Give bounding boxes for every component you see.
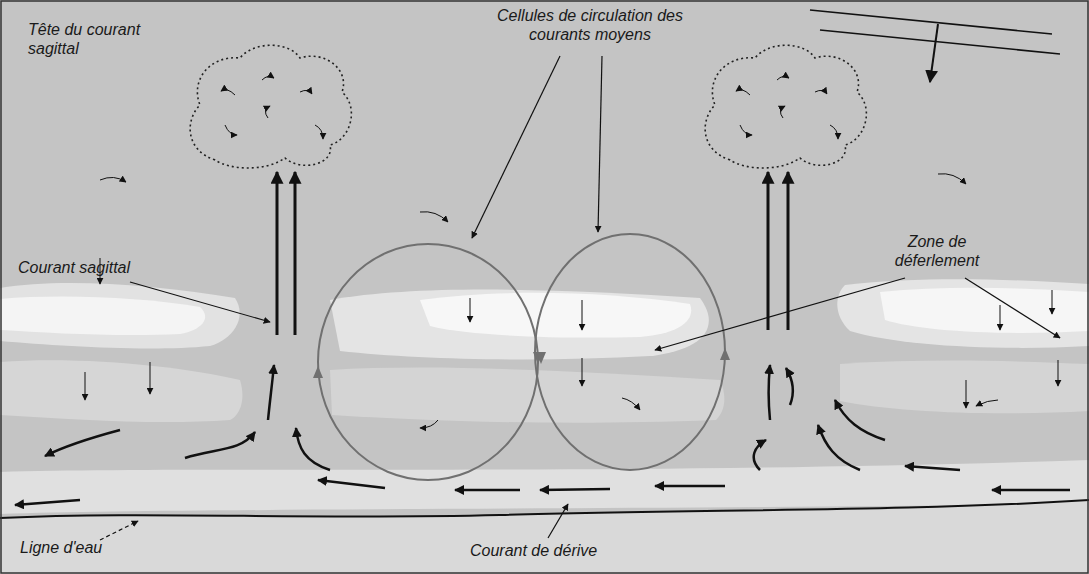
breaker-foam <box>420 293 691 338</box>
feeder-arrow <box>754 440 766 470</box>
annotation-label: Cellules de circulation des courants moy… <box>465 6 715 44</box>
drift-arrow <box>15 500 80 505</box>
rip-current-arrow <box>276 172 279 335</box>
eddy-arrow <box>262 76 274 80</box>
flow-arrow <box>582 358 583 386</box>
feeder-arrow <box>296 428 330 470</box>
eddy-arrow <box>830 125 838 139</box>
flow-arrow <box>1000 305 1001 330</box>
flow-arrow <box>622 398 640 410</box>
flow-arrow <box>1052 290 1053 314</box>
eddy-arrow <box>815 90 827 94</box>
eddy-arrow <box>740 125 752 135</box>
leader-line <box>598 56 602 232</box>
breaker-foam <box>0 297 205 335</box>
rip-head-outline <box>190 45 351 168</box>
eddy-arrow <box>777 76 789 80</box>
flow-arrow <box>420 212 448 222</box>
feeder-arrow <box>45 430 120 456</box>
drift-arrow <box>992 489 1070 492</box>
leader-line <box>965 278 1060 338</box>
annotation-label: Tête du courant sagittal <box>28 20 178 58</box>
eddy-arrow <box>300 90 312 94</box>
annotation-label: Zone de déferlement <box>872 232 1002 270</box>
feeder-arrow <box>268 365 274 420</box>
circulation-cell <box>535 234 725 470</box>
flow-arrow <box>938 174 966 184</box>
rip-current-arrow <box>294 172 297 335</box>
water-line <box>0 500 1089 518</box>
cell-arrowhead <box>313 366 323 378</box>
breaker-band <box>840 361 1089 414</box>
flow-arrow <box>100 177 126 182</box>
breaker-band <box>0 283 240 348</box>
eddy-arrow <box>225 125 237 135</box>
drift-arrow <box>455 489 520 492</box>
eddy-arrow <box>736 90 750 95</box>
drift-arrow <box>655 485 725 488</box>
beach <box>0 500 1089 574</box>
rip-current-arrow <box>787 172 790 330</box>
swash-band <box>0 460 1089 514</box>
wave-crest-line <box>820 30 1060 54</box>
breaker-band <box>330 290 709 360</box>
flow-arrow <box>150 362 151 394</box>
annotation-label: Courant de dérive <box>470 541 650 560</box>
flow-arrow <box>85 372 86 400</box>
wave-direction-arrow <box>930 24 938 82</box>
wave-crest-line <box>810 10 1052 34</box>
drift-arrow <box>318 480 385 488</box>
leader-line <box>100 521 138 540</box>
flow-arrow <box>470 298 471 322</box>
flow-arrow <box>582 300 583 330</box>
cell-arrowhead <box>536 352 546 364</box>
leader-line <box>472 56 560 238</box>
leader-line <box>130 282 270 322</box>
rip-current-arrow <box>767 172 770 330</box>
breaker-foam <box>880 288 1089 333</box>
feeder-arrow <box>835 400 885 440</box>
drift-arrow <box>540 489 610 490</box>
feeder-arrow <box>786 368 793 405</box>
drift-arrow <box>905 466 960 470</box>
feeder-arrow <box>818 425 860 470</box>
flow-arrow <box>966 380 967 408</box>
rip-head-outline <box>705 45 866 168</box>
leader-line <box>655 278 905 350</box>
flow-arrow <box>1058 360 1059 386</box>
flow-arrow <box>420 420 438 428</box>
breaker-band <box>837 279 1089 348</box>
annotation-label: Courant sagittal <box>18 258 178 277</box>
eddy-arrow <box>265 106 270 118</box>
eddy-arrow <box>315 125 323 139</box>
flow-arrow <box>976 400 998 406</box>
circulation-cell <box>318 244 538 480</box>
cell-arrowhead <box>720 348 730 360</box>
eddy-arrow <box>221 90 235 95</box>
annotation-label: Ligne d'eau <box>20 538 160 557</box>
breaker-band <box>0 360 242 422</box>
eddy-arrow <box>780 106 785 118</box>
leader-line <box>548 504 568 538</box>
feeder-arrow <box>185 432 255 458</box>
feeder-arrow <box>769 365 771 420</box>
